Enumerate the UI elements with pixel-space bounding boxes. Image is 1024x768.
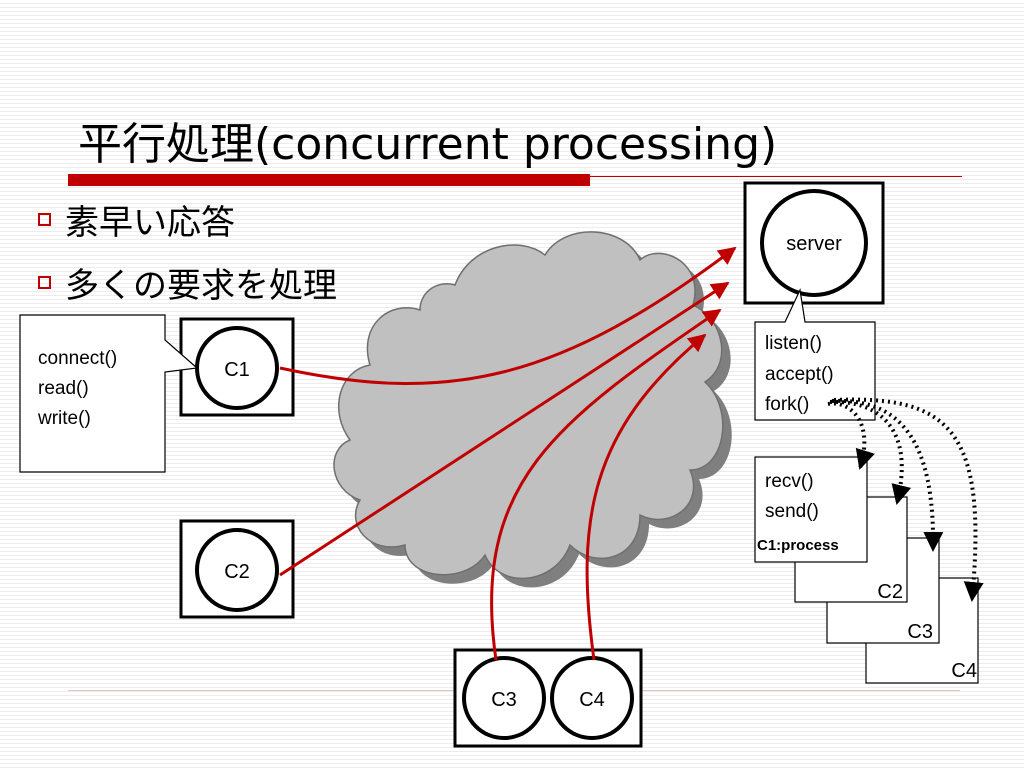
network-cloud <box>333 231 732 588</box>
client-c1-node: C1 <box>179 317 295 417</box>
request-arrow-c2 <box>279 281 730 577</box>
callout-read: read() <box>38 378 89 399</box>
process-send: send() <box>765 501 819 522</box>
client-c1-label: C1 <box>224 359 250 381</box>
client-c3-c4-node: C3 C4 <box>453 648 643 748</box>
client-c2-node: C2 <box>179 519 295 619</box>
callout-listen: listen() <box>765 333 822 354</box>
fork-arrow-c1 <box>827 401 875 470</box>
title-underline <box>68 174 590 186</box>
bullet-item-many-requests: 多くの要求を処理 <box>38 258 337 307</box>
client-c2-label: C2 <box>224 561 250 583</box>
client-c4-circle <box>550 656 634 740</box>
process-recv: recv() <box>765 471 814 492</box>
square-bullet-icon <box>38 213 51 226</box>
client-c2-circle <box>195 528 279 612</box>
server-circle <box>760 189 868 297</box>
process-name: C1:process <box>757 537 839 554</box>
request-arrow-c3 <box>490 308 722 661</box>
client-c3-circle <box>462 656 546 740</box>
bullet-text: 素早い応答 <box>65 203 235 243</box>
slide-title: 平行処理(concurrent processing) <box>78 119 778 170</box>
square-bullet-icon <box>38 276 51 289</box>
client-c3-label: C3 <box>491 689 517 711</box>
request-arrow-c1 <box>279 246 737 385</box>
process-card-c1 <box>754 456 868 563</box>
server-label: server <box>786 233 842 255</box>
bullet-item-quick-response: 素早い応答 <box>38 195 235 244</box>
request-arrows <box>279 246 737 661</box>
fork-arrows <box>827 397 984 602</box>
callout-accept: accept() <box>765 364 834 385</box>
callout-connect: connect() <box>38 348 117 369</box>
client-c4-label: C4 <box>579 689 605 711</box>
process-card-c2-label: C2 <box>877 581 903 603</box>
request-arrow-c4 <box>585 333 707 661</box>
process-card-c3-label: C3 <box>907 621 933 643</box>
title-underline-thin <box>590 176 962 177</box>
callout-fork: fork() <box>765 394 809 415</box>
callout-write: write() <box>37 408 91 429</box>
process-card-c4-label: C4 <box>951 660 977 682</box>
process-stack: C4 C3 C2 recv() send() C1:process <box>754 456 979 684</box>
bullet-text: 多くの要求を処理 <box>65 266 337 306</box>
client-callout: connect() read() write() <box>19 314 199 473</box>
server-node: server <box>743 181 885 305</box>
server-callout: listen() accept() fork() <box>754 287 876 421</box>
